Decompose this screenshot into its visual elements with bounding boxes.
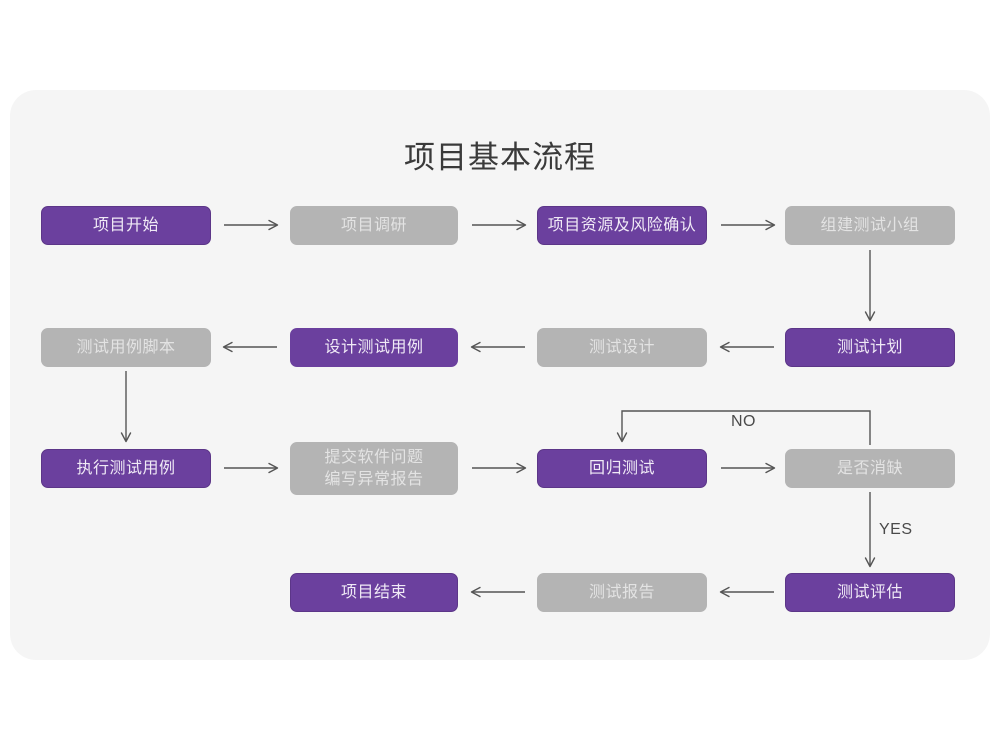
node-regression-test[interactable]: 回归测试 — [537, 449, 707, 488]
page-title: 项目基本流程 — [404, 140, 596, 175]
node-design-test-case[interactable]: 设计测试用例 — [290, 328, 458, 367]
node-test-report[interactable]: 测试报告 — [537, 573, 707, 612]
node-project-research[interactable]: 项目调研 — [290, 206, 458, 245]
flowchart-card — [10, 90, 990, 660]
node-test-plan[interactable]: 测试计划 — [785, 328, 955, 367]
node-defect-cleared[interactable]: 是否消缺 — [785, 449, 955, 488]
node-project-start[interactable]: 项目开始 — [41, 206, 211, 245]
edge-label-yes: YES — [879, 521, 913, 538]
edge-n12-n11-no — [616, 410, 871, 445]
node-build-test-team[interactable]: 组建测试小组 — [785, 206, 955, 245]
node-execute-test-case[interactable]: 执行测试用例 — [41, 449, 211, 488]
node-submit-issue-report[interactable]: 提交软件问题 编写异常报告 — [290, 442, 458, 495]
node-test-case-script[interactable]: 测试用例脚本 — [41, 328, 211, 367]
node-test-design[interactable]: 测试设计 — [537, 328, 707, 367]
edge-label-no: NO — [731, 413, 756, 430]
node-test-evaluation[interactable]: 测试评估 — [785, 573, 955, 612]
node-project-end[interactable]: 项目结束 — [290, 573, 458, 612]
node-resource-risk-confirm[interactable]: 项目资源及风险确认 — [537, 206, 707, 245]
